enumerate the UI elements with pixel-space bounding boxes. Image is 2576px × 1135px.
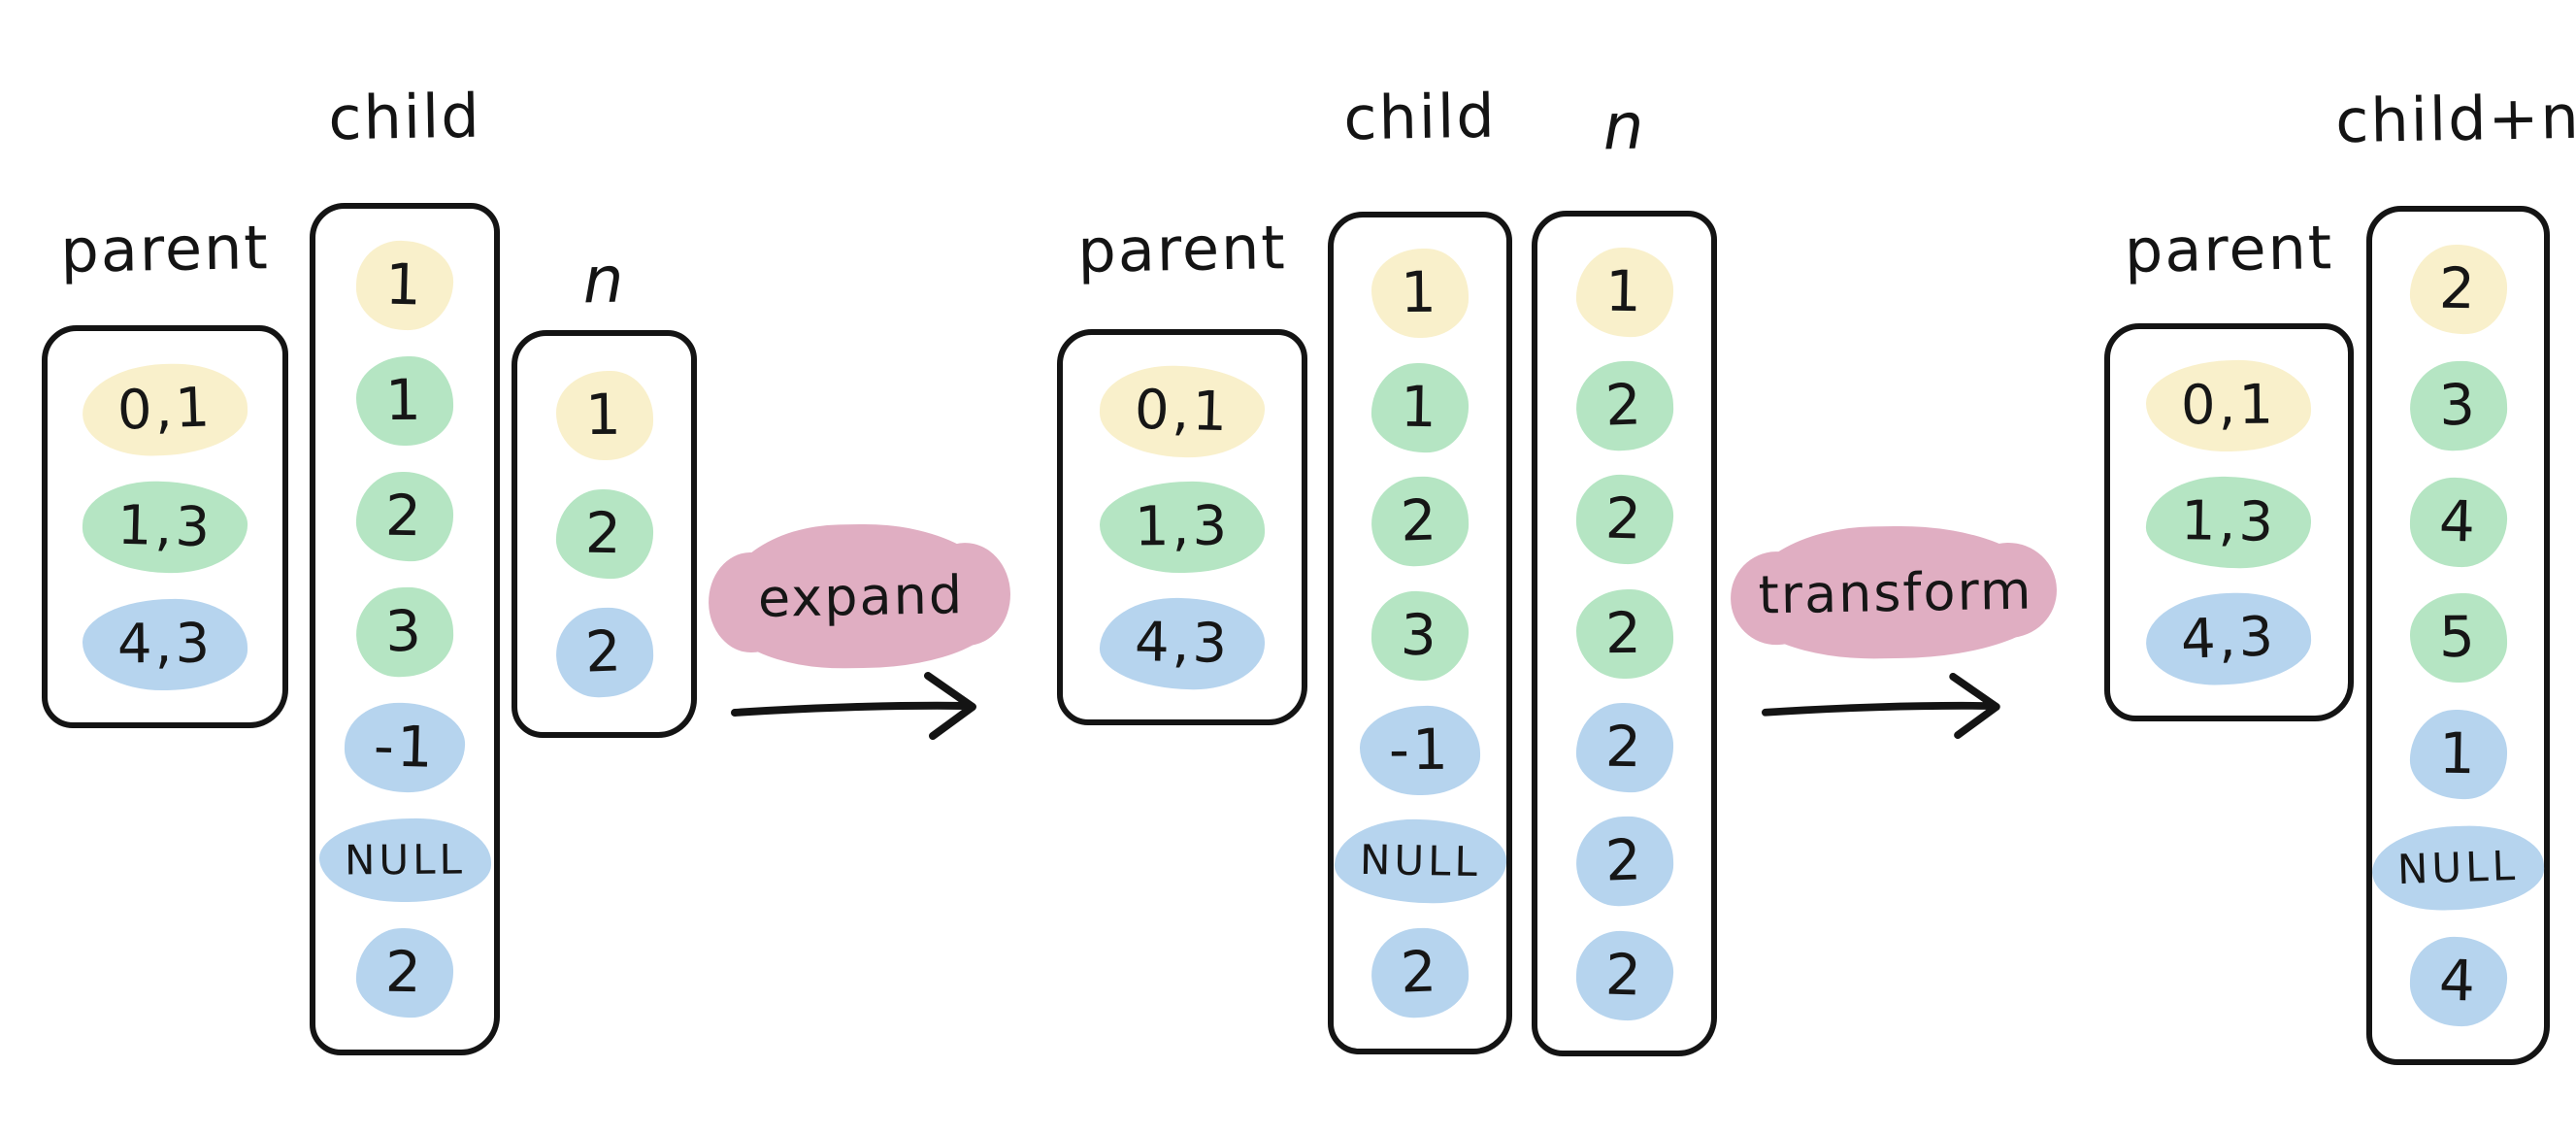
cell: 4,3 [1099,596,1266,690]
cell: 5 [2409,592,2507,684]
column-label-child: child [327,80,482,154]
cell: 1 [555,370,653,461]
column-label-parent: parent [1076,212,1288,286]
cell: 3 [2407,359,2509,452]
cell: 1 [355,355,454,447]
cell: 2 [355,927,454,1018]
cell: 2 [1574,702,1674,793]
column-label-parent: parent [2124,212,2334,286]
column-label-parent: parent [59,212,271,286]
cell: NULL [318,817,491,903]
cell: 1 [1574,246,1674,338]
input-column-parent: 0,1 1,3 4,3 [42,325,288,728]
cell: 1,3 [81,479,249,575]
cell: 2 [1370,475,1470,568]
cell: 2 [553,606,655,699]
column-label-child: child [1342,80,1498,154]
cell: 4,3 [82,598,248,691]
cell: -1 [343,701,467,794]
input-column-n: 1 2 2 [512,330,697,738]
cell: 1 [2408,709,2508,800]
column-label-child-n: child+n [2334,81,2576,157]
transformed-column-parent: 0,1 1,3 4,3 [2104,323,2354,721]
cell: 0,1 [2146,359,2312,452]
cell: 4,3 [2144,590,2314,687]
expand-operation-blob: expand [718,521,1004,671]
cell: 0,1 [1098,363,1267,459]
expand-label: expand [757,563,965,629]
cell: 2 [1573,815,1675,908]
column-label-n: n [581,242,627,318]
cell: 3 [1370,589,1470,682]
arrow-right-icon [1761,673,2000,739]
cell: 2 [1574,929,1674,1021]
cell: 1,3 [2145,475,2313,570]
cell: 2 [554,488,654,580]
cell: 4 [2408,476,2508,568]
cell: NULL [2370,822,2546,914]
column-label-n: n [1602,88,1647,165]
expanded-column-n: 1 2 2 2 2 2 2 [1532,211,1717,1056]
transform-operation-blob: transform [1741,523,2050,661]
cell: 2 [355,471,454,562]
arrow-right-icon [731,672,976,740]
transform-label: transform [1758,559,2033,625]
cell: 1,3 [1099,481,1266,574]
cell: 2 [1370,926,1470,1019]
cell: NULL [1333,818,1507,905]
cell: 1 [1371,361,1470,453]
cell: 4 [2408,935,2508,1028]
cell: 2 [1573,359,1675,452]
cell: 0,1 [81,360,249,458]
cell: 1 [1371,248,1470,339]
cell: 2 [1575,588,1673,679]
cell: 3 [354,585,455,679]
cell: -1 [1359,705,1481,795]
cell: 1 [354,239,455,332]
cell: 2 [2408,244,2508,335]
cell: 2 [1574,473,1674,566]
expanded-column-parent: 0,1 1,3 4,3 [1057,329,1307,725]
